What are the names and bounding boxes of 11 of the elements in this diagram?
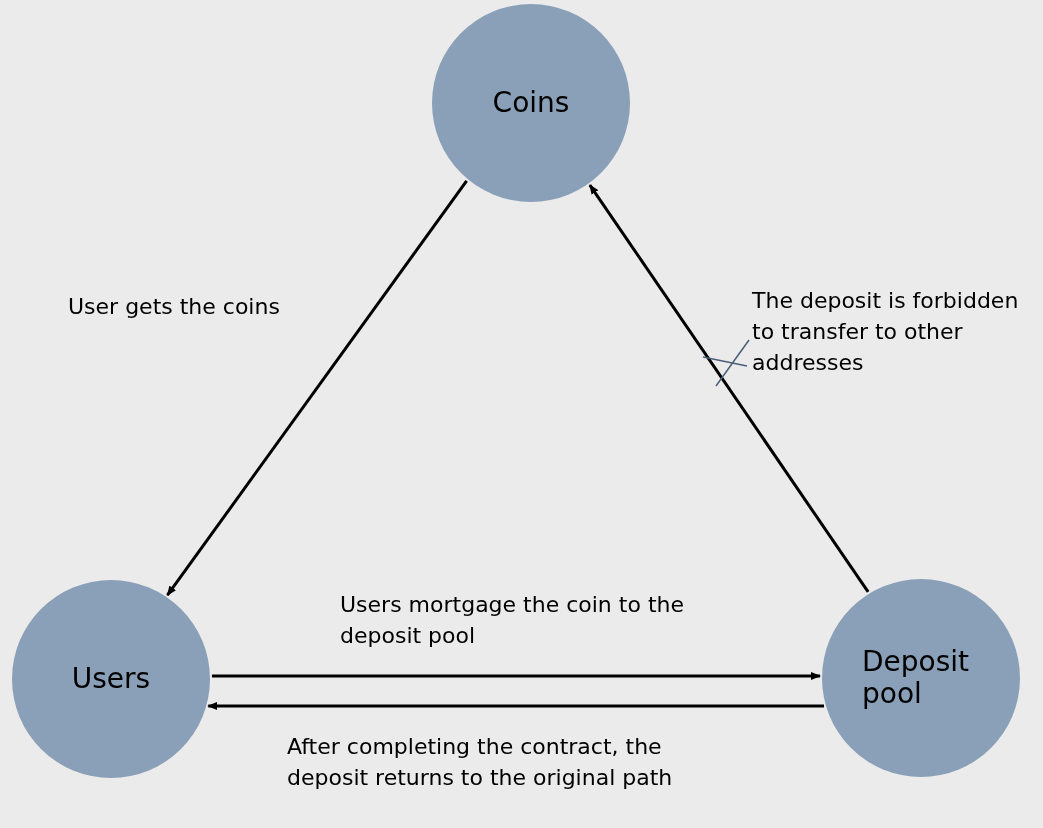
arrow bbox=[211, 672, 821, 680]
edge-label: User gets the coins bbox=[68, 293, 281, 321]
edge-label: The deposit is forbidden to transfer to other addresses bbox=[752, 287, 1020, 377]
arrow bbox=[207, 702, 825, 710]
arrow bbox=[588, 184, 870, 593]
node-label: Users bbox=[71, 662, 151, 696]
edge-label: Users mortgage the coin to the deposit pool bbox=[340, 591, 685, 650]
node-label: Deposit pool bbox=[862, 645, 971, 711]
arrow bbox=[166, 179, 468, 597]
edge-label: After completing the contract, the deposit returns to the original path bbox=[287, 733, 674, 792]
node-label: Coins bbox=[492, 86, 570, 120]
